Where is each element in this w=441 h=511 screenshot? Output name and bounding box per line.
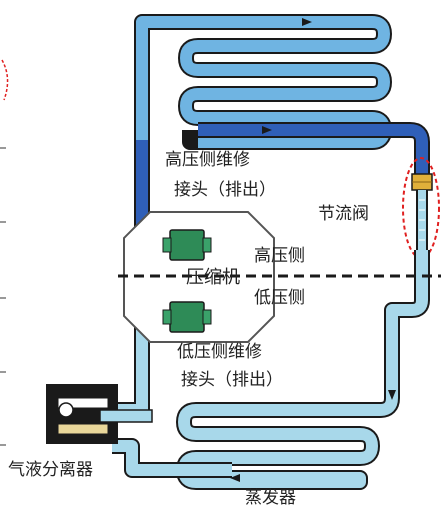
accumulator-label: 气液分离器 bbox=[8, 460, 93, 480]
flow-arrows bbox=[230, 18, 396, 482]
high-pressure-side-label: 高压侧 bbox=[254, 246, 305, 266]
low-pressure-side-label: 低压侧 bbox=[254, 288, 305, 308]
accumulator bbox=[46, 384, 153, 444]
liquid-line bbox=[198, 124, 428, 178]
expansion-valve-label: 节流阀 bbox=[318, 204, 369, 224]
capillary-marks bbox=[419, 199, 425, 241]
high-pressure-port-label-line1: 高压侧维修 bbox=[165, 150, 250, 170]
margin-marks bbox=[0, 147, 6, 446]
condenser-pipe bbox=[136, 16, 390, 236]
partial-highlight-circle bbox=[1, 59, 9, 101]
low-pressure-port-label-line2: 接头（排出） bbox=[181, 370, 283, 390]
high-pressure-service-port bbox=[162, 229, 212, 261]
evaporator-outlet bbox=[112, 440, 232, 476]
flow-arrow-return bbox=[230, 474, 240, 482]
low-pressure-port-label-line1: 低压侧维修 bbox=[177, 342, 262, 362]
compressor-label: 压缩机 bbox=[186, 267, 240, 288]
high-pressure-port-label-line2: 接头（排出） bbox=[174, 180, 276, 200]
flow-arrow-condenser bbox=[302, 18, 312, 26]
evaporator-label: 蒸发器 bbox=[245, 488, 296, 508]
low-pressure-service-port bbox=[162, 301, 212, 333]
flow-arrow-liquid bbox=[262, 126, 272, 134]
flow-arrow-evaporator bbox=[388, 390, 396, 400]
